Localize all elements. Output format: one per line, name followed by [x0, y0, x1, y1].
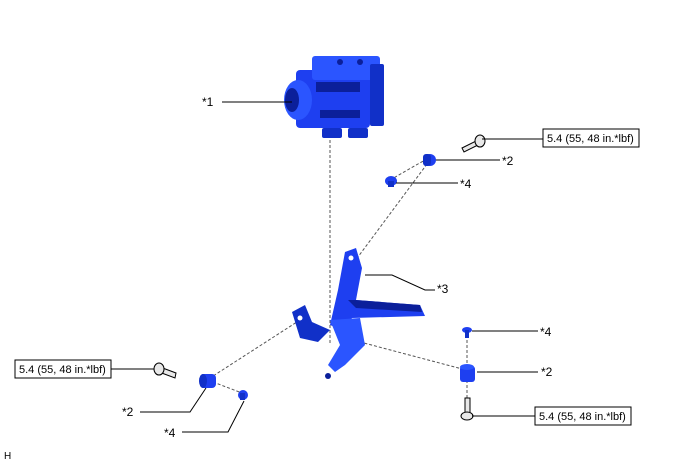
- callout-3: *3: [437, 282, 449, 296]
- collar-right: [462, 327, 472, 338]
- cushion-right: [460, 364, 475, 382]
- torque-box-right: 5.4 (55, 48 in.*lbf): [534, 406, 632, 426]
- torque-box-left: 5.4 (55, 48 in.*lbf): [14, 359, 112, 379]
- callout-2-left: *2: [122, 405, 134, 419]
- bolt-top: [461, 134, 486, 153]
- leader-lines: [111, 101, 543, 433]
- actuator-assembly: [284, 56, 384, 138]
- collar-top: [385, 176, 397, 187]
- callout-4-top: *4: [460, 177, 472, 191]
- bolt-left: [153, 362, 177, 379]
- collar-left: [238, 390, 248, 400]
- callout-4-left: *4: [164, 426, 176, 440]
- bolt-right: [460, 397, 474, 421]
- cushion-left: [199, 374, 216, 388]
- callout-1: *1: [202, 95, 214, 109]
- callout-4-right: *4: [540, 325, 552, 339]
- torque-value-right: 5.4 (55, 48 in.*lbf): [539, 411, 626, 423]
- actuator-bracket: [292, 248, 425, 379]
- corner-mark: H: [4, 451, 11, 462]
- torque-value-top: 5.4 (55, 48 in.*lbf): [547, 133, 634, 145]
- torque-value-left: 5.4 (55, 48 in.*lbf): [19, 364, 106, 376]
- callout-2-top: *2: [502, 154, 514, 168]
- cushion-top: [423, 154, 436, 166]
- torque-box-top: 5.4 (55, 48 in.*lbf): [542, 128, 640, 148]
- callout-2-right: *2: [541, 365, 553, 379]
